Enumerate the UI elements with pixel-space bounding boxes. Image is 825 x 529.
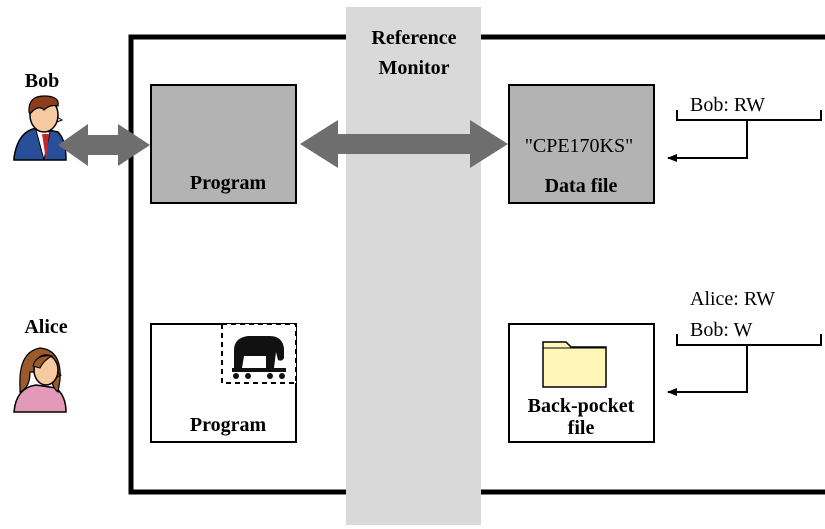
alice-program-label: Program xyxy=(190,414,267,436)
alice-avatar-icon xyxy=(13,347,67,413)
reference-monitor-label-line1: Reference xyxy=(371,27,456,49)
backpocket-file-label-line2: file xyxy=(568,417,595,439)
data-file-content: "CPE170KS" xyxy=(525,135,634,157)
backpocket-acl-entry-1: Alice: RW xyxy=(690,288,775,310)
trojan-horse-icon xyxy=(232,336,286,379)
backpocket-acl-bracket xyxy=(668,334,822,392)
bob-program-label: Program xyxy=(190,172,267,194)
data-file-box xyxy=(508,84,655,204)
folder-icon xyxy=(542,341,607,388)
bob-name: Bob xyxy=(25,70,59,92)
reference-monitor-band xyxy=(346,7,481,525)
bob-program-arrow xyxy=(58,124,150,166)
backpocket-file-label-line1: Back-pocket xyxy=(528,395,635,417)
data-file-label: Data file xyxy=(545,175,618,197)
bob-avatar-icon xyxy=(13,95,67,161)
reference-monitor-label-line2: Monitor xyxy=(378,57,449,79)
bob-program-box xyxy=(150,84,297,204)
program-datafile-arrow xyxy=(300,120,508,168)
backpocket-acl-entry-2: Bob: W xyxy=(690,319,753,341)
data-file-acl-bracket xyxy=(668,110,822,158)
backpocket-file-box xyxy=(508,323,655,443)
data-file-acl-entry-1: Bob: RW xyxy=(690,94,765,116)
alice-name: Alice xyxy=(24,316,67,338)
